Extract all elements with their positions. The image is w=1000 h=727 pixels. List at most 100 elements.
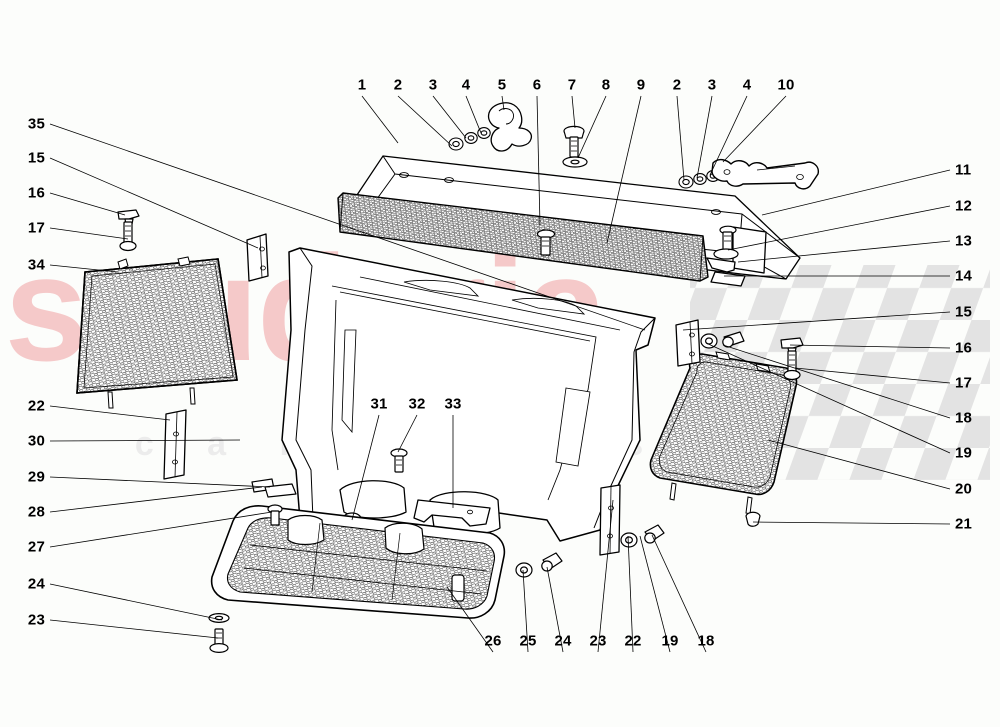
leader-line-11 (761, 169, 951, 216)
leader-line-13 (737, 240, 951, 263)
leader-line-18r (722, 344, 951, 419)
leader-line-8 (577, 95, 607, 159)
bracket-22-left (163, 409, 187, 480)
washer-13 (713, 248, 739, 260)
screw-24-bottom (541, 552, 563, 572)
callout-label-10: 10 (777, 76, 795, 94)
callout-label-2b: 2 (672, 76, 682, 94)
callout-label-19r: 19 (955, 444, 973, 462)
callout-label-27: 27 (27, 538, 45, 556)
plug-21 (745, 511, 761, 527)
center-grille-bar (337, 192, 709, 282)
callout-label-16: 16 (27, 184, 45, 202)
leader-line-15r (682, 311, 951, 331)
callout-label-4: 4 (461, 76, 471, 94)
leader-lines (49, 95, 951, 653)
callout-label-1: 1 (357, 76, 367, 94)
callout-label-29: 29 (27, 468, 45, 486)
leader-line-20 (767, 439, 951, 490)
cover-detail-lines (331, 276, 621, 501)
callout-label-30: 30 (27, 432, 45, 450)
leader-line-12 (727, 205, 951, 251)
washer-19-right (700, 333, 718, 349)
leader-line-4 (465, 95, 482, 134)
bolt-7 (563, 125, 585, 158)
leader-line-2b (676, 95, 685, 181)
leader-line-4b (709, 95, 748, 176)
leader-line-27 (49, 511, 273, 548)
release-hook-5 (487, 102, 533, 152)
callout-label-20: 20 (955, 480, 973, 498)
callout-label-8: 8 (601, 76, 611, 94)
hinge-bar-10 (711, 158, 819, 190)
leader-line-3 (432, 95, 467, 139)
washer-3 (464, 132, 478, 144)
leader-line-26 (446, 586, 494, 653)
callout-label-22: 22 (27, 397, 45, 415)
leader-line-23 (49, 619, 219, 639)
screw-18-right (722, 331, 745, 348)
callout-label-18b: 18 (697, 632, 715, 650)
right-grille-panel-20 (649, 351, 798, 515)
leader-line-21 (752, 521, 951, 525)
leader-line-16 (49, 192, 126, 216)
callout-label-19b: 19 (661, 632, 679, 650)
callout-label-28: 28 (27, 503, 45, 521)
callout-label-23b: 23 (589, 632, 607, 650)
callout-label-3: 3 (428, 76, 438, 94)
callout-label-22b: 22 (624, 632, 642, 650)
callout-label-26: 26 (484, 632, 502, 650)
leader-line-28 (49, 486, 263, 513)
bracket-23-bottom (599, 484, 621, 556)
leader-line-29 (49, 476, 271, 488)
leader-line-35 (49, 123, 646, 331)
callout-label-23: 23 (27, 611, 45, 629)
leader-line-22 (49, 405, 171, 421)
leader-line-7 (571, 95, 576, 129)
callout-label-34: 34 (27, 256, 45, 274)
washer-8 (562, 156, 588, 168)
washer-3-right (693, 173, 707, 185)
callout-label-9: 9 (636, 76, 646, 94)
leader-line-6 (536, 95, 541, 226)
callout-label-24b: 24 (554, 632, 572, 650)
callout-label-3b: 3 (707, 76, 717, 94)
leader-line-19r (705, 342, 951, 454)
leader-line-34 (49, 264, 119, 273)
leader-line-24b (546, 566, 564, 653)
leader-line-9 (606, 95, 642, 244)
callout-label-33: 33 (444, 395, 462, 413)
trim-29 (264, 483, 297, 498)
callout-label-11: 11 (955, 161, 972, 179)
leader-line-2 (397, 95, 453, 147)
callout-label-16r: 16 (955, 339, 973, 357)
lower-grille-panel-26 (210, 505, 506, 619)
screw-35 (536, 229, 556, 256)
leader-line-15 (49, 157, 259, 249)
callout-label-35: 35 (27, 115, 45, 133)
rubber-pad-14 (710, 271, 746, 287)
callout-label-14: 14 (955, 267, 973, 285)
leader-line-5 (501, 95, 505, 111)
bracket-15-left (246, 233, 269, 282)
leader-line-18b (651, 534, 707, 653)
callout-label-7: 7 (567, 76, 577, 94)
leader-line-19b (639, 535, 671, 653)
callout-label-4b: 4 (742, 76, 752, 94)
callout-label-15: 15 (27, 149, 45, 167)
leader-line-17 (49, 227, 129, 240)
screw-32 (390, 448, 408, 473)
leader-line-32 (397, 414, 418, 453)
callout-label-15r: 15 (955, 303, 973, 321)
callout-label-13: 13 (955, 232, 973, 250)
clip-27 (267, 504, 283, 526)
leader-line-25 (522, 569, 529, 653)
washer-2-right (678, 175, 694, 189)
callout-label-21: 21 (955, 515, 973, 533)
callout-label-31: 31 (370, 395, 388, 413)
leader-line-23b (597, 499, 614, 653)
callout-label-24: 24 (27, 575, 45, 593)
washer-4 (477, 127, 491, 139)
leader-line-24 (49, 583, 223, 621)
